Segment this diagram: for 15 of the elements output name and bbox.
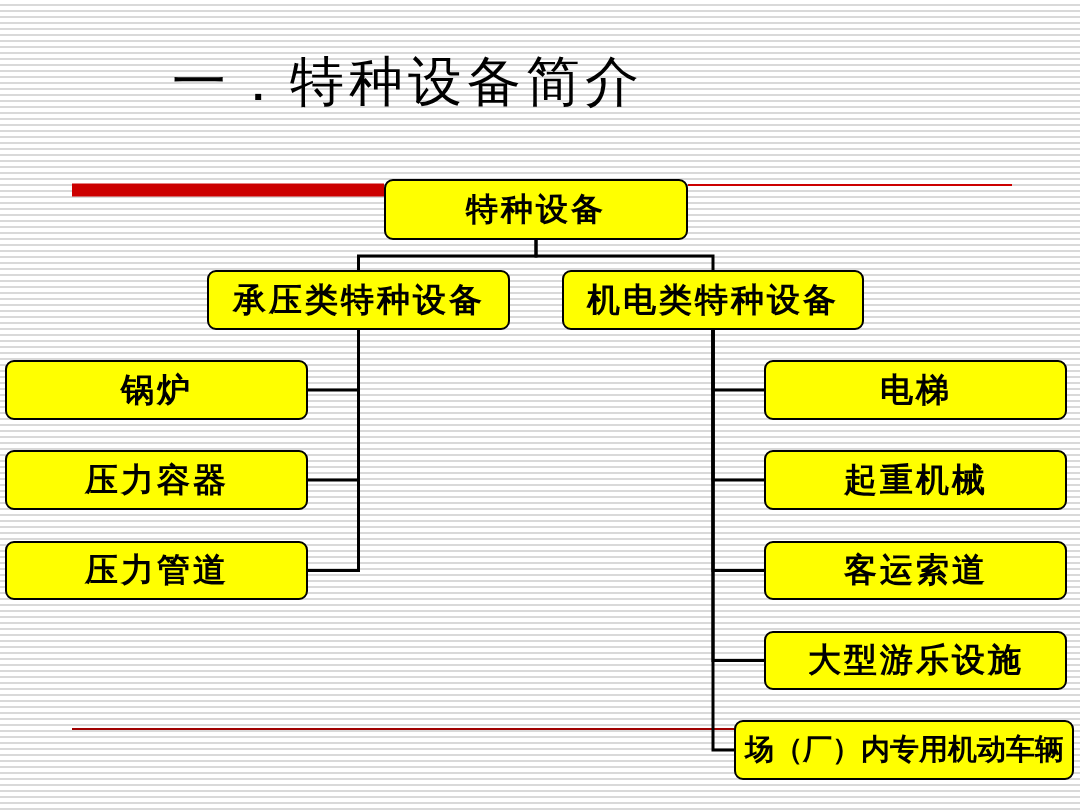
item-box: 大型游乐设施 <box>764 631 1067 690</box>
category-box: 承压类特种设备 <box>207 270 510 330</box>
root-box: 特种设备 <box>384 179 688 240</box>
item-box: 压力管道 <box>5 541 308 600</box>
category-box: 机电类特种设备 <box>562 270 864 330</box>
connector-line <box>711 330 734 752</box>
connector-line <box>534 240 715 270</box>
item-box: 客运索道 <box>764 541 1067 600</box>
item-box: 电梯 <box>764 360 1067 420</box>
item-box: 场（厂）内专用机动车辆 <box>734 720 1074 780</box>
connector-line <box>308 330 360 572</box>
item-box: 起重机械 <box>764 450 1067 510</box>
slide-title: 一．特种设备简介 <box>172 51 644 114</box>
item-box: 压力容器 <box>5 450 308 510</box>
item-box: 锅炉 <box>5 360 308 420</box>
